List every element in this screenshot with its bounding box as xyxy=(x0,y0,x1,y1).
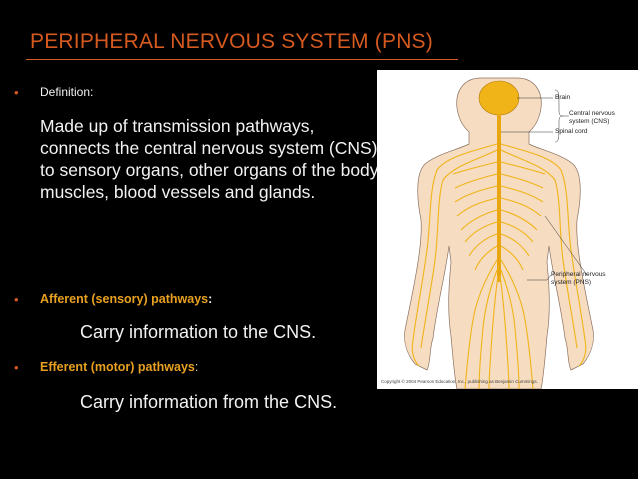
efferent-label: Efferent (motor) pathways: xyxy=(40,360,198,374)
brain xyxy=(478,80,520,116)
label-brain: Brain xyxy=(555,94,571,101)
bullet-afferent: • xyxy=(14,292,19,307)
efferent-description: Carry information from the CNS. xyxy=(80,392,338,412)
afferent-description: Carry information to the CNS. xyxy=(80,322,317,342)
bullet-definition: • xyxy=(14,85,19,100)
definition-text: Made up of transmission pathways, connec… xyxy=(40,116,383,202)
afferent-label: Afferent (sensory) pathways: xyxy=(40,292,212,306)
bullet-efferent: • xyxy=(14,360,19,375)
label-pns: Peripheral nervous system (PNS) xyxy=(551,271,606,286)
nervous-system-figure: Brain Spinal cord Central nervous system… xyxy=(377,70,638,389)
figure-copyright: Copyright © 2004 Pearson Education, Inc.… xyxy=(381,379,538,384)
efferent-label-text: Efferent (motor) pathways xyxy=(40,360,195,374)
peripheral-nerves xyxy=(411,143,587,389)
afferent-colon: : xyxy=(208,292,213,306)
efferent-colon: : xyxy=(194,360,199,374)
afferent-label-text: Afferent (sensory) pathways xyxy=(40,292,209,306)
label-spinal-cord: Spinal cord xyxy=(555,128,588,135)
title-underline xyxy=(26,59,458,60)
label-pointer-lines xyxy=(501,89,588,281)
label-cns: Central nervous system (CNS) xyxy=(569,110,615,125)
body-diagram xyxy=(404,77,594,389)
definition-label: Definition: xyxy=(40,85,94,99)
slide-title: PERIPHERAL NERVOUS SYSTEM (PNS) xyxy=(30,30,433,53)
